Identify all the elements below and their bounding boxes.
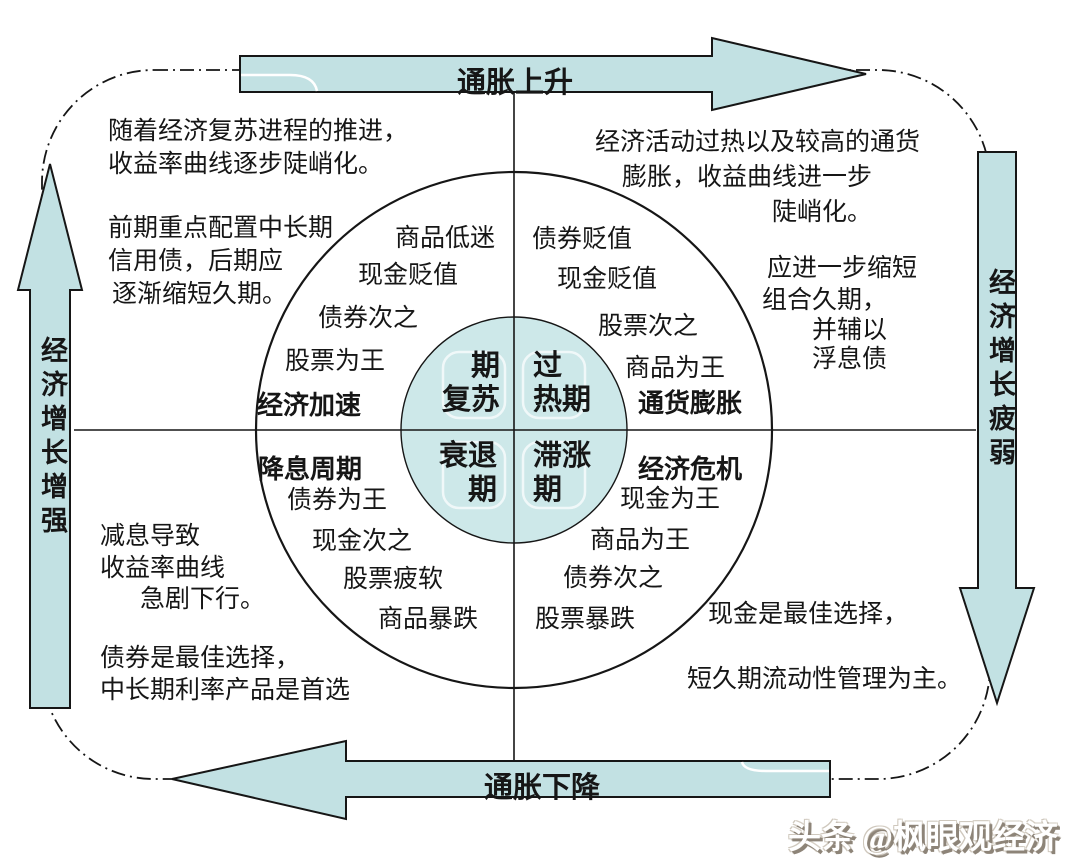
phase-recovery: 期 复苏: [442, 349, 500, 417]
ranking-bl-cash: 现金次之: [312, 528, 413, 555]
phase-boxes: [441, 350, 587, 510]
note-tr1-line1: 经济活动过热以及较高的通货: [594, 129, 920, 156]
ranking-bl-stocks: 股票疲软: [343, 566, 444, 593]
ranking-br-cash: 现金为王: [620, 486, 721, 513]
phase-box-stagflation: [521, 440, 587, 510]
phase-stagflation: 滞涨 期: [533, 439, 591, 507]
phase-recovery-line1: 期: [470, 350, 500, 382]
ranking-br-bonds: 债券次之: [563, 565, 664, 592]
arrow-label-inflation-up: 通胀上升: [456, 67, 573, 99]
decorative-white-curve-bottom: [740, 761, 829, 773]
arrow-inflation-up: [239, 36, 867, 112]
ranking-tr-commodities: 商品为王: [625, 355, 726, 382]
note-tl2-line2: 信用债，后期应: [108, 248, 284, 275]
phase-stagflation-line1: 滞涨: [533, 440, 592, 472]
ranking-tr-stocks: 股票次之: [598, 313, 699, 340]
ranking-tl-cash: 现金贬值: [358, 262, 459, 289]
note-tl1-line1: 随着经济复苏进程的推进，: [108, 118, 409, 145]
ranking-br-commodities: 商品为王: [590, 527, 691, 554]
note-tl2-line3: 逐渐缩短久期。: [112, 281, 288, 308]
ranking-tl-commodities: 商品低迷: [395, 225, 496, 252]
note-tl1-line2: 收益率曲线逐步陡峭化。: [108, 151, 384, 178]
phase-box-recovery: [441, 350, 507, 420]
arrow-label-growth-down: 经济增长疲弱: [985, 268, 1015, 472]
note-br1-line1: 现金是最佳选择，: [707, 601, 908, 628]
ranking-bl-commodities: 商品暴跌: [378, 606, 479, 633]
note-br1-line2: 短久期流动性管理为主。: [686, 666, 962, 693]
phase-box-recession: [441, 440, 507, 510]
arrow-label-inflation-down: 通胀下降: [483, 772, 600, 804]
arrow-inflation-down: [171, 739, 831, 821]
note-r1-line1: 应进一步缩短: [766, 255, 917, 282]
quadrant-label-acceleration: 经济加速: [257, 391, 362, 420]
phase-recession-line2: 期: [467, 474, 497, 506]
note-r1-line4: 浮息债: [811, 346, 887, 373]
note-bl1-line2: 收益率曲线: [100, 555, 226, 582]
quadrant-label-inflation: 通货膨胀: [638, 389, 743, 418]
note-bl1-line1: 减息导致: [100, 523, 201, 550]
phase-overheat-line2: 热期: [533, 384, 592, 416]
phase-recession-line1: 衰退: [438, 440, 497, 472]
note-bl2-line1: 债券是最佳选择，: [100, 645, 301, 672]
note-r1-line3: 并辅以: [811, 317, 887, 344]
note-tr1-line3: 陡峭化。: [771, 199, 872, 226]
watermark: 头条 @枫眼观经济: [788, 820, 1058, 856]
phase-box-overheat: [521, 350, 587, 420]
arrow-growth-up: [16, 163, 84, 709]
arrow-growth-down: [958, 151, 1036, 707]
decorative-white-curve-top: [241, 73, 319, 92]
ranking-br-stocks: 股票暴跌: [535, 606, 636, 633]
phase-overheat-line1: 过: [533, 350, 563, 382]
note-r1-line2: 组合久期，: [761, 287, 887, 314]
ranking-tr-bonds: 债券贬值: [532, 226, 633, 253]
phase-stagflation-line2: 期: [533, 474, 563, 506]
ranking-tl-bonds: 债券次之: [318, 305, 419, 332]
arrow-label-growth-up: 经济增长增强: [37, 336, 67, 540]
quadrant-label-rate-cut-cycle: 降息周期: [258, 455, 363, 484]
ranking-bl-bonds: 债券为王: [287, 487, 388, 514]
phase-recession: 衰退 期: [439, 439, 497, 507]
note-bl1-line3: 急剧下行。: [140, 586, 266, 613]
ranking-tl-stocks: 股票为王: [285, 348, 386, 375]
note-tl2-line1: 前期重点配置中长期: [108, 215, 334, 242]
quadrant-label-crisis: 经济危机: [638, 455, 743, 484]
note-bl2-line2: 中长期利率产品是首选: [100, 677, 351, 704]
phase-overheat: 过 热期: [533, 349, 591, 417]
ranking-tr-cash: 现金贬值: [557, 266, 658, 293]
note-tr1-line2: 膨胀，收益曲线进一步: [621, 164, 872, 191]
phase-recovery-line2: 复苏: [441, 384, 500, 416]
